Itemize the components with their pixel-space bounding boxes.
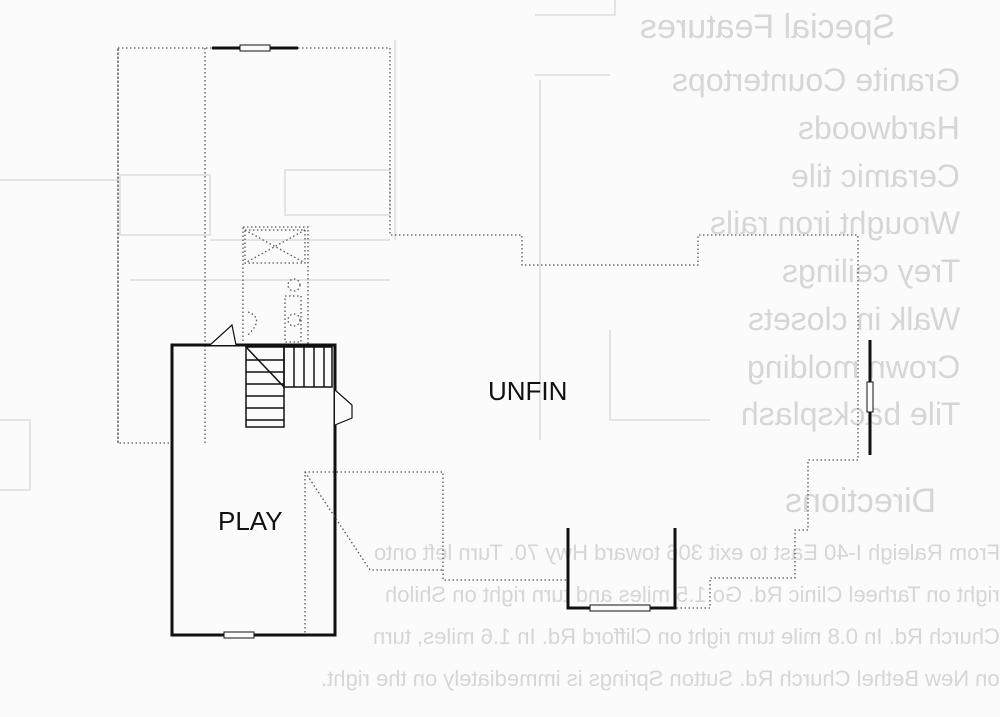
bleed-through-lines	[0, 0, 710, 491]
window-sills	[223, 44, 874, 639]
stairs	[245, 346, 333, 428]
doors	[209, 323, 353, 426]
unfin-room-label: UNFIN	[488, 376, 567, 406]
windows	[196, 46, 872, 637]
bay-walls	[566, 528, 677, 610]
play-room-walls	[170, 343, 337, 637]
diagonal-opening	[304, 471, 443, 571]
play-room-label: PLAY	[218, 506, 283, 536]
